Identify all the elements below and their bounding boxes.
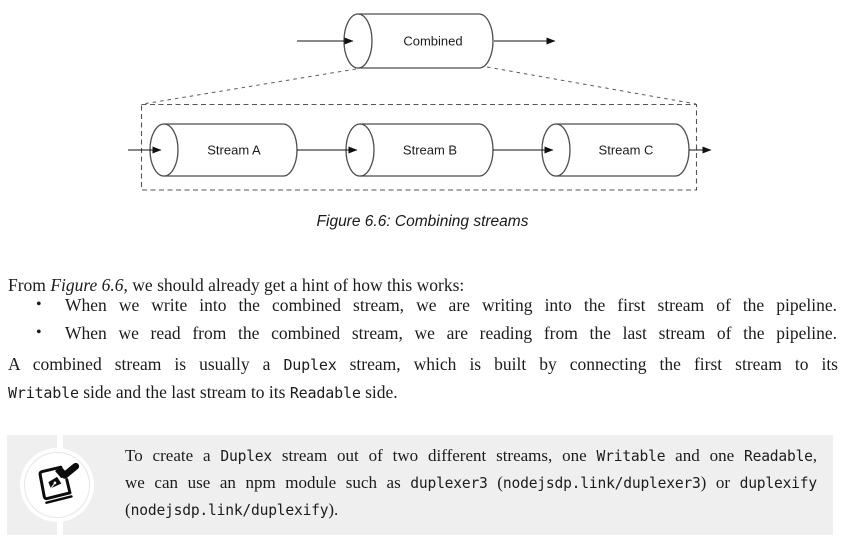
body-paragraph: A combined stream is usually a Duplex st… [8,350,838,406]
inline-code: duplexify [739,475,817,492]
note-icon-circle [20,448,94,522]
text-segment: stream, which is built by connecting the… [336,354,838,374]
link-duplexer3: nodejsdp.link/duplexer3 [502,475,701,492]
bullet-marker: • [36,324,42,341]
figure-reference: Figure 6.6 [50,274,124,295]
inline-code: Writable [596,448,666,465]
text-segment: ( [125,500,131,519]
text-segment: side and the last stream to its [78,382,290,402]
stream-b-cylinder: Stream B [345,123,494,177]
inline-code: Readable [744,448,813,465]
inline-code: Duplex [283,356,337,374]
paragraph-line: Writable side and the last stream to its… [8,378,838,406]
paragraph-line: A combined stream is usually a Duplex st… [8,350,838,378]
text-segment: ). [328,500,339,519]
intro-prefix: From [8,274,51,295]
text-segment: side. [360,382,398,402]
text-segment: stream out of two different streams, one [271,446,597,465]
stream-a-label: Stream A [207,143,261,158]
text-segment: we can use an npm module such as [125,473,411,492]
text-segment: To create a [125,446,221,465]
figure-caption: Figure 6.6: Combining streams [316,213,529,230]
text-segment: A combined stream is usually a [8,354,284,374]
intro-paragraph: From Figure 6.6, we should already get a… [8,271,838,299]
text-segment: and one [665,446,744,465]
inline-code: Readable [289,384,361,402]
combined-cylinder: Combined [343,13,494,69]
text-segment: ) or [700,473,740,492]
stream-a-cylinder: Stream A [149,123,298,177]
bullet-marker: • [36,296,42,313]
explode-line-left [142,68,357,105]
combined-label: Combined [403,34,462,49]
note-box: To create a Duplex stream out of two dif… [7,435,833,535]
pen-note-icon [38,462,80,504]
stream-c-cylinder: Stream C [541,123,690,177]
combined-group-dashed-box [140,103,698,191]
intro-suffix: , we should already get a hint of how th… [123,274,465,295]
text-segment: , [812,446,817,465]
inline-code: Writable [8,384,79,402]
bullet-list: • When we write into the combined stream… [0,291,845,347]
bullet-text: When we read from the combined stream, w… [65,323,837,343]
list-item: • When we read from the combined stream,… [0,319,845,347]
text-segment: ( [487,473,503,492]
note-line: we can use an npm module such as duplexe… [125,469,817,496]
bullet-text: When we write into the combined stream, … [65,295,837,315]
inline-code: duplexer3 [410,475,488,492]
explode-line-right [486,66,697,105]
stream-c-label: Stream C [599,143,654,158]
streams-diagram: Combined Stream A Stream B Stream C [128,13,712,191]
note-line: (nodejsdp.link/duplexify). [125,496,817,523]
note-text: To create a Duplex stream out of two dif… [125,442,817,523]
inline-code: Duplex [220,448,272,465]
note-line: To create a Duplex stream out of two dif… [125,442,817,469]
list-item: • When we write into the combined stream… [0,291,845,319]
stream-b-label: Stream B [403,143,457,158]
link-duplexify: nodejsdp.link/duplexify [130,502,329,519]
